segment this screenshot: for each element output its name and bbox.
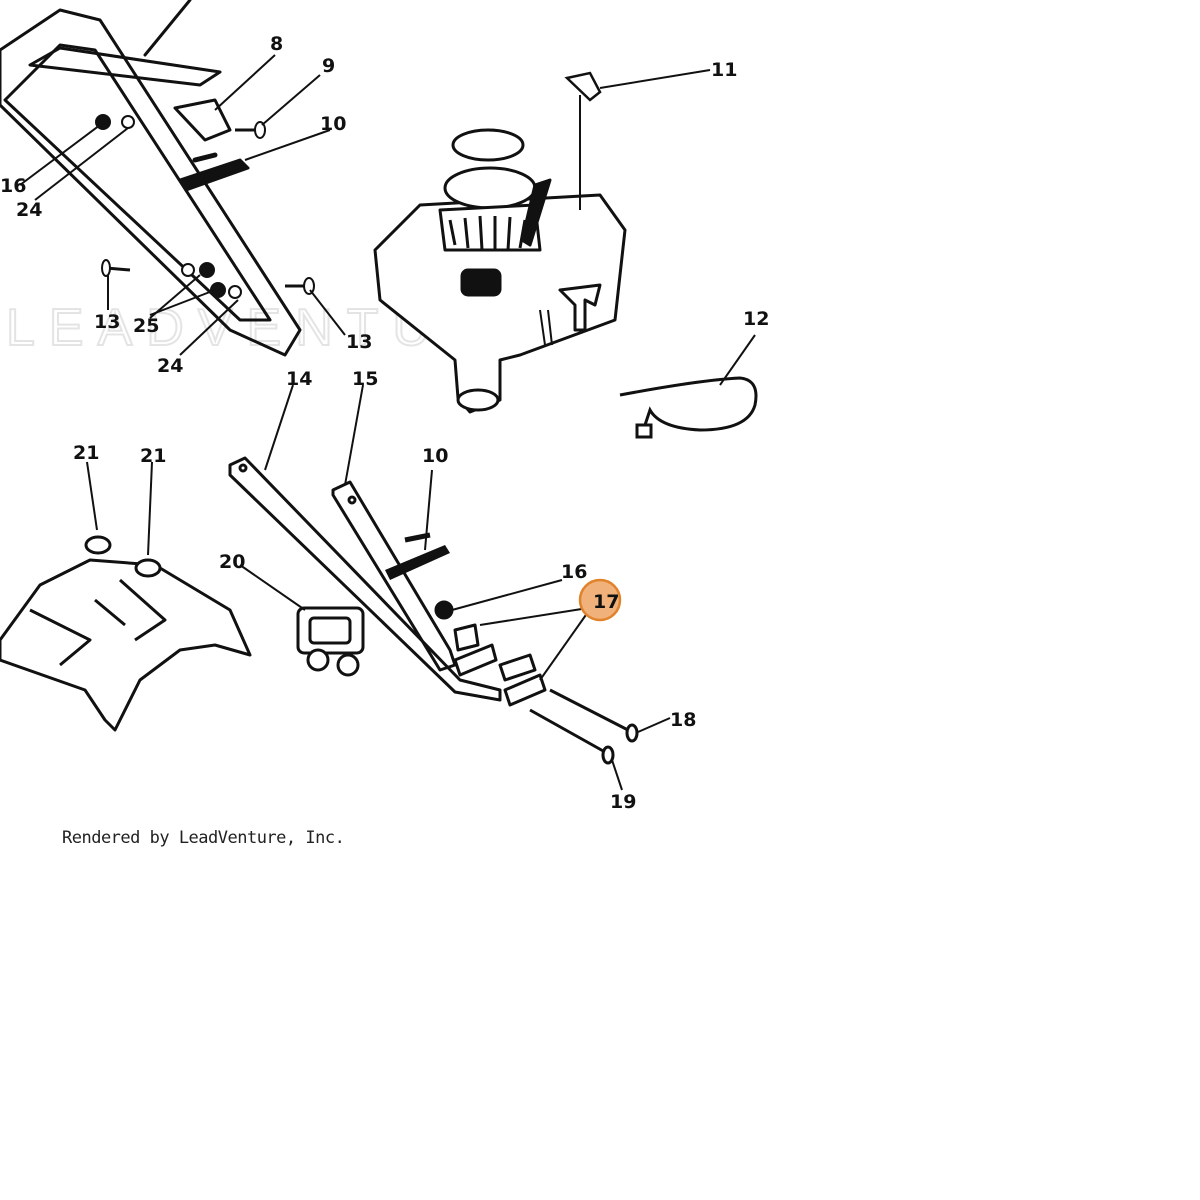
bolt-head-icon: [601, 745, 615, 765]
handle-crossbar: [28, 46, 222, 87]
bolt-icon: [549, 688, 629, 732]
callout-10[interactable]: 10: [320, 113, 346, 135]
washer-icon: [121, 115, 135, 129]
handle-plate-mid: [453, 643, 498, 677]
engine-assembly: [373, 128, 627, 414]
bolt-head-icon: [303, 277, 315, 295]
callout-18[interactable]: 18: [670, 709, 696, 731]
callout-20[interactable]: 20: [219, 551, 245, 573]
callout-8[interactable]: 8: [270, 33, 283, 55]
callout-19[interactable]: 19: [610, 791, 636, 813]
callout-16[interactable]: 16: [0, 175, 26, 197]
decal: [564, 71, 602, 210]
knob-icon: [134, 558, 162, 578]
washer-icon: [228, 285, 242, 299]
callout-15[interactable]: 15: [352, 368, 378, 390]
nut-icon: [210, 282, 226, 298]
callout-13[interactable]: 13: [346, 331, 372, 353]
washer-icon: [181, 263, 195, 277]
tine-shield: [0, 535, 252, 732]
callout-25[interactable]: 25: [133, 315, 159, 337]
lower-handle-bar-left: [228, 456, 502, 702]
handle-bracket: [173, 98, 232, 142]
render-credit: Rendered by LeadVenture, Inc.: [62, 828, 345, 848]
callout-13[interactable]: 13: [94, 311, 120, 333]
leader-lines: [19, 54, 756, 791]
callout-10[interactable]: 10: [422, 445, 448, 467]
bolt-icon: [529, 708, 606, 754]
callout-16[interactable]: 16: [561, 561, 587, 583]
callout-24[interactable]: 24: [16, 199, 42, 221]
knob-icon: [84, 535, 112, 555]
callout-24[interactable]: 24: [157, 355, 183, 377]
callout-labels: 8 9 10 11 16 24 13 25 24 13 12 14 15 10 …: [0, 33, 769, 813]
grip-upper: [178, 158, 250, 192]
nut-icon: [434, 600, 454, 620]
callout-11[interactable]: 11: [711, 59, 737, 81]
handle-plate-lower: [498, 653, 537, 682]
bolt-head-icon: [625, 723, 639, 743]
grip-lower: [385, 545, 450, 580]
handle-plate-upper: [453, 623, 480, 652]
throttle-cable: [619, 376, 758, 439]
highlight-circle: [578, 578, 622, 622]
callout-14[interactable]: 14: [286, 368, 312, 390]
grip-mid: [192, 152, 218, 163]
callout-21[interactable]: 21: [73, 442, 99, 464]
callout-17[interactable]: 17: [593, 591, 619, 613]
lower-handle-bar-right: [331, 480, 457, 672]
mounting-bracket: [296, 606, 365, 677]
air-filter-icon: [451, 128, 525, 162]
callout-9[interactable]: 9: [322, 55, 335, 77]
bolt-head-icon: [101, 259, 111, 277]
bolt-head-icon: [254, 121, 266, 139]
nut-icon: [199, 262, 215, 278]
callout-12[interactable]: 12: [743, 308, 769, 330]
callout-21[interactable]: 21: [140, 445, 166, 467]
handle-plate-bottom: [503, 673, 547, 707]
